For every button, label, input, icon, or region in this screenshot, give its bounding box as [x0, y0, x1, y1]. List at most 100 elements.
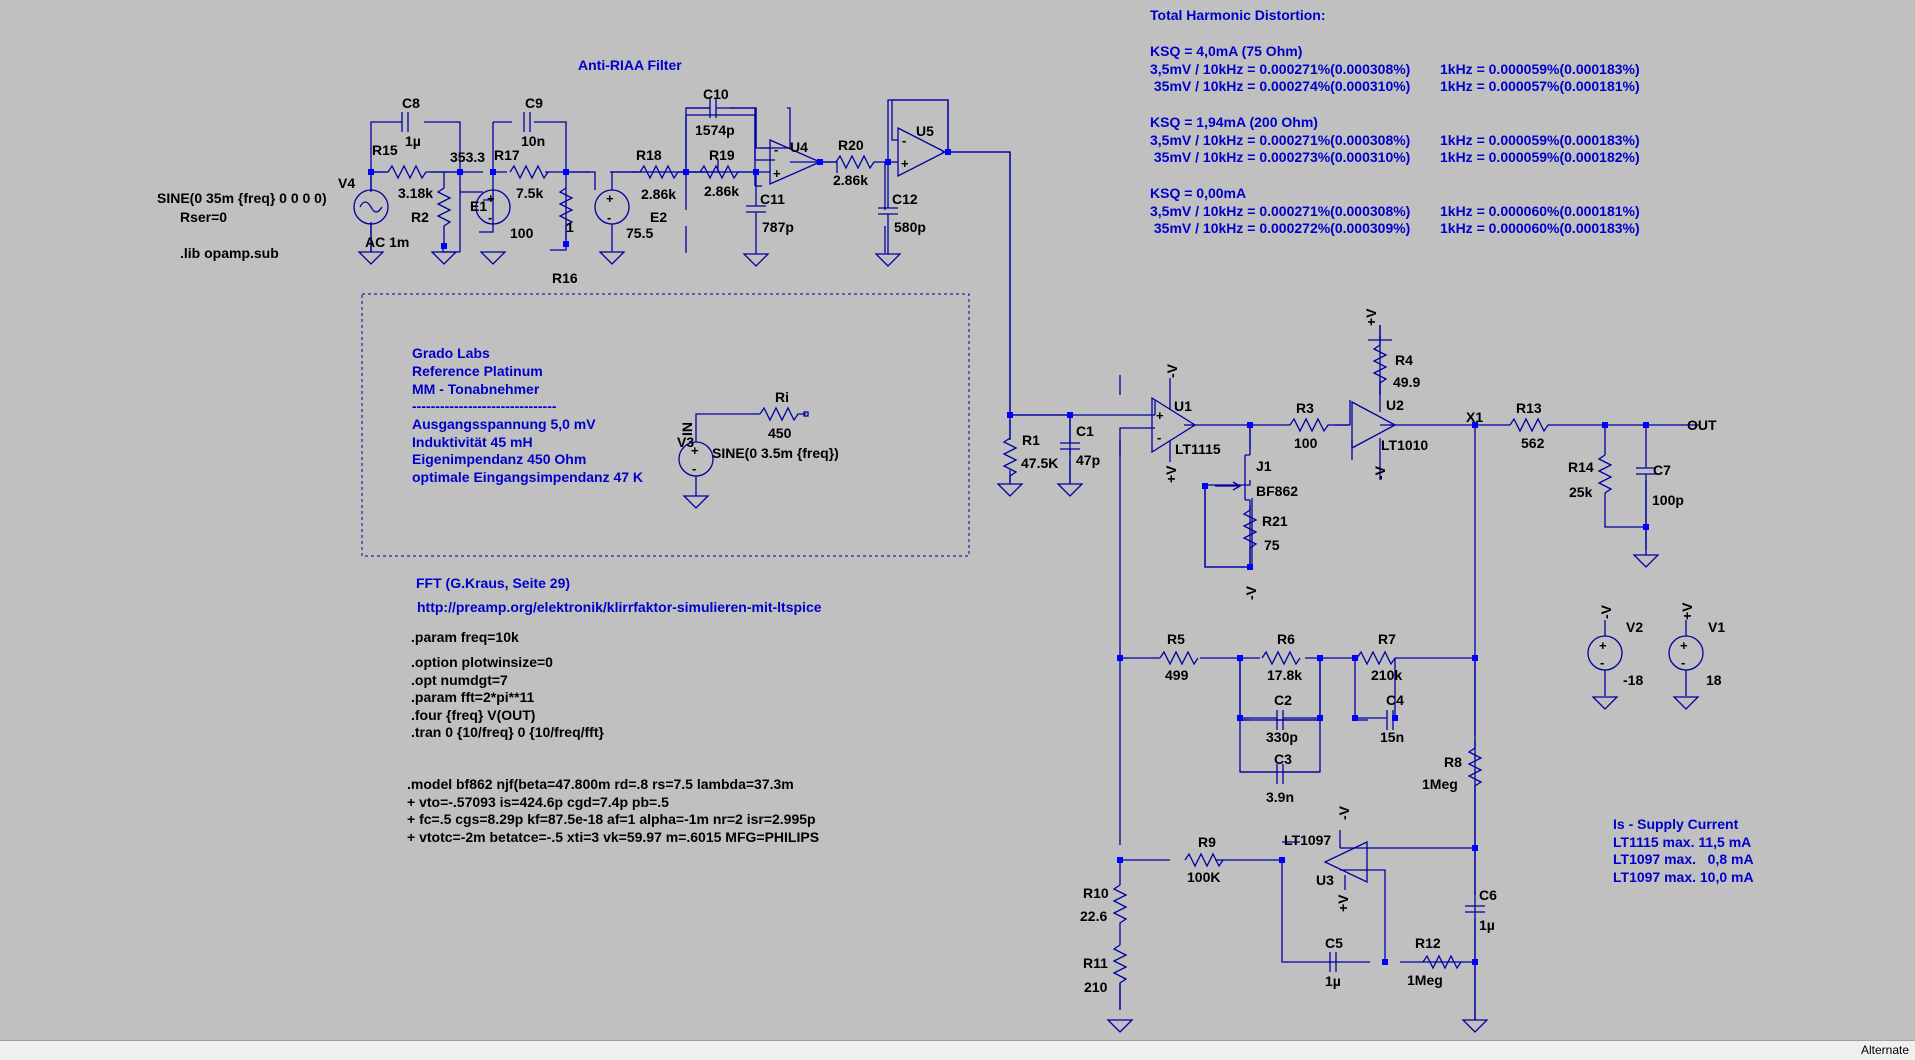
- pos-rail-label: +V: [1679, 602, 1695, 620]
- opamp-u4[interactable]: - +: [755, 108, 822, 185]
- ground-icon: [1107, 1019, 1133, 1033]
- voltage-source-v2[interactable]: + -: [1587, 620, 1623, 696]
- resistor-r3[interactable]: [1289, 417, 1350, 433]
- capacitor-c8[interactable]: [401, 112, 409, 132]
- thd-row: 1kHz = 0.000060%(0.000181%): [1440, 203, 1640, 219]
- c1-label: C1: [1076, 423, 1094, 439]
- r11-label: R11: [1083, 955, 1108, 971]
- ground-icon: [1592, 696, 1618, 710]
- resistor-r19[interactable]: [699, 164, 756, 180]
- resistor-r10[interactable]: [1112, 884, 1128, 935]
- r4-label: R4: [1395, 352, 1413, 368]
- svg-text:+: +: [606, 191, 614, 206]
- directive[interactable]: .opt numdgt=7: [411, 672, 508, 688]
- c5-label: C5: [1325, 935, 1343, 951]
- r13-label: R13: [1516, 400, 1542, 416]
- c2-label: C2: [1274, 692, 1292, 708]
- c11-label: C11: [760, 191, 785, 207]
- capacitor-c9[interactable]: [523, 112, 531, 132]
- ground-icon: [1462, 1019, 1488, 1033]
- directive[interactable]: .tran 0 {10/freq} 0 {10/freq/fft}: [411, 724, 605, 740]
- v4-rser[interactable]: Rser=0: [180, 209, 227, 225]
- supply-line: LT1097 max. 10,0 mA: [1613, 869, 1754, 885]
- thd-row: 35mV / 10kHz = 0.000274%(0.000310%): [1150, 78, 1410, 94]
- resistor-r17[interactable]: [509, 164, 549, 180]
- capacitor-c5[interactable]: [1329, 952, 1337, 972]
- c8-value: 1µ: [405, 133, 421, 149]
- svg-text:+: +: [691, 443, 699, 458]
- resistor-r21[interactable]: [1242, 505, 1258, 566]
- u1-label: U1: [1174, 398, 1192, 414]
- resistor-r1[interactable]: [1002, 420, 1018, 482]
- r17-value: 7.5k: [516, 185, 543, 201]
- resistor-r4[interactable]: [1372, 335, 1388, 395]
- resistor-r6[interactable]: [1261, 650, 1301, 666]
- resistor-r12[interactable]: [1422, 954, 1462, 970]
- directive[interactable]: .param freq=10k: [411, 629, 519, 645]
- opamp-u1[interactable]: + -: [1151, 378, 1197, 462]
- resistor-r18[interactable]: [632, 164, 686, 180]
- voltage-source-v3[interactable]: + -: [678, 413, 760, 496]
- v4-ac: AC 1m: [365, 234, 409, 250]
- r19-value: 2.86k: [704, 183, 739, 199]
- directive[interactable]: .option plotwinsize=0: [411, 654, 553, 670]
- capacitor-c6[interactable]: [1465, 905, 1485, 913]
- cartridge-line: Grado Labs: [412, 345, 490, 361]
- v4-source-directive[interactable]: SINE(0 35m {freq} 0 0 0 0): [157, 190, 327, 206]
- capacitor-c2[interactable]: [1240, 710, 1320, 730]
- resistor-r9[interactable]: [1184, 852, 1224, 868]
- resistor-r15[interactable]: [371, 164, 460, 180]
- resistor-r20[interactable]: [820, 154, 888, 170]
- supply-line: LT1115 max. 11,5 mA: [1613, 834, 1751, 850]
- resistor-r5[interactable]: [1159, 650, 1199, 666]
- controlled-source-e1[interactable]: + -: [475, 189, 511, 225]
- resistor-r11[interactable]: [1112, 944, 1128, 1010]
- opamp-u3[interactable]: [1323, 830, 1368, 890]
- model-line[interactable]: + vtotc=-2m betatce=-.5 xti=3 vk=59.97 m…: [407, 829, 819, 845]
- spice-directives[interactable]: .param freq=10k .option plotwinsize=0 .o…: [411, 629, 605, 740]
- neg-rail-label: -V: [1164, 363, 1180, 378]
- cartridge-line: Reference Platinum: [412, 363, 543, 379]
- resistor-r8[interactable]: [1467, 740, 1483, 800]
- fft-url-link[interactable]: http://preamp.org/elektronik/klirrfaktor…: [417, 599, 822, 615]
- resistor-r2[interactable]: [436, 172, 452, 246]
- r2-label: R2: [411, 209, 429, 225]
- capacitor-c4[interactable]: [1355, 710, 1395, 730]
- resistor-ri[interactable]: [759, 406, 809, 422]
- thd-row: 35mV / 10kHz = 0.000272%(0.000309%): [1150, 220, 1410, 236]
- v2-label: V2: [1626, 619, 1643, 635]
- capacitor-c7[interactable]: [1636, 467, 1656, 555]
- lib-directive[interactable]: .lib opamp.sub: [180, 245, 279, 261]
- model-line[interactable]: .model bf862 njf(beta=47.800m rd=.8 rs=7…: [407, 776, 794, 792]
- model-line[interactable]: + fc=.5 cgs=8.29p kf=87.5e-18 af=1 alpha…: [407, 811, 816, 827]
- cartridge-box: [361, 293, 970, 557]
- capacitor-c1[interactable]: [1060, 415, 1080, 484]
- ground-icon: [1057, 483, 1083, 497]
- capacitor-c12[interactable]: [878, 162, 898, 254]
- ri-value: 450: [768, 425, 792, 441]
- resistor-r13[interactable]: [1509, 417, 1560, 433]
- in-label: IN: [679, 422, 695, 436]
- e1-label: E1: [470, 198, 487, 214]
- r5-value: 499: [1165, 667, 1189, 683]
- r5-label: R5: [1167, 631, 1185, 647]
- voltage-source-v1[interactable]: + -: [1668, 620, 1704, 696]
- model-line[interactable]: + vto=-.57093 is=424.6p cgd=7.4p pb=.5: [407, 794, 669, 810]
- j1-model: BF862: [1256, 483, 1298, 499]
- junction-dots: [368, 149, 951, 249]
- resistor-r16[interactable]: [558, 187, 574, 244]
- c2-value: 330p: [1266, 729, 1298, 745]
- r8-label: R8: [1444, 754, 1462, 770]
- model-directive[interactable]: .model bf862 njf(beta=47.800m rd=.8 rs=7…: [407, 776, 819, 845]
- directive[interactable]: .param fft=2*pi**11: [411, 689, 535, 705]
- directive[interactable]: .four {freq} V(OUT): [411, 707, 535, 723]
- u1-model: LT1115: [1175, 441, 1221, 457]
- resistor-r7[interactable]: [1356, 650, 1396, 666]
- resistor-r14[interactable]: [1597, 454, 1613, 500]
- capacitor-c11[interactable]: [746, 172, 766, 254]
- r10-label: R10: [1083, 885, 1109, 901]
- pos-rail-label: +V: [1335, 894, 1351, 912]
- capacitor-c3[interactable]: [1240, 764, 1320, 784]
- controlled-source-e2[interactable]: + -: [594, 189, 630, 225]
